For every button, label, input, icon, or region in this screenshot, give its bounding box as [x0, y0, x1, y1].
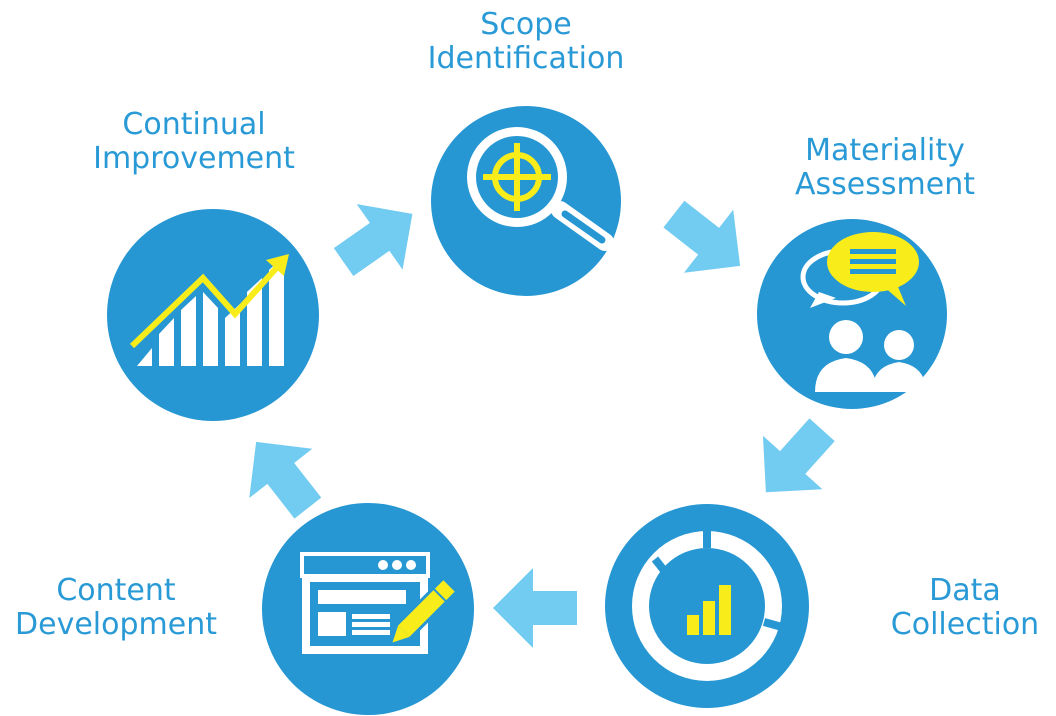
step-label-data: Data Collection — [890, 573, 1040, 642]
step-label-scope: Scope Identification — [427, 7, 625, 76]
donut-bar-chart-icon — [632, 531, 784, 681]
step-label-content: Content Development — [15, 573, 217, 642]
arrow-data-to-content — [493, 568, 577, 648]
arrow-continual-to-scope — [333, 204, 413, 277]
step-label-materiality: Materiality Assessment — [795, 133, 975, 202]
arrow-content-to-continual — [249, 441, 322, 519]
people-speech-bubbles-icon — [800, 232, 926, 392]
browser-pencil-icon — [300, 552, 455, 654]
step-label-continual: Continual Improvement — [93, 107, 295, 176]
rising-bars-trend-icon — [129, 254, 289, 366]
arrow-materiality-to-data — [762, 418, 835, 493]
arrow-scope-to-materiality — [663, 200, 741, 273]
magnifier-target-icon — [467, 127, 614, 251]
